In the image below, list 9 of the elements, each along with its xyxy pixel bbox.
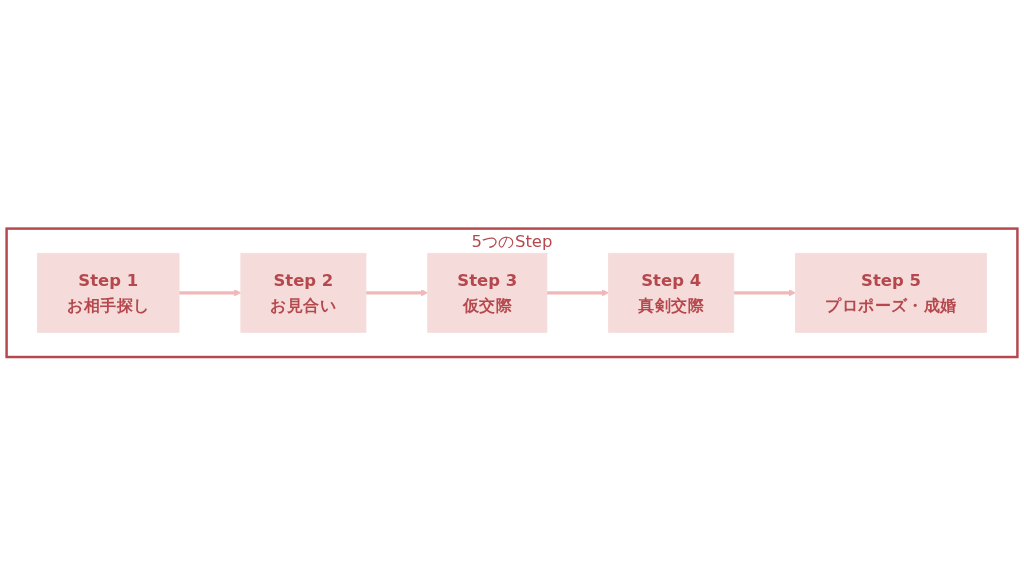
arrow [179,288,242,297]
node-box: Step 4 真剣交際 [608,252,735,333]
node-box: Step 5 プロポーズ・成婚 [795,252,987,333]
arrow [733,288,796,297]
arrow [546,288,609,297]
node-box: Step 3 仮交際 [427,252,548,333]
node-box: Step 2 お見合い [240,252,367,333]
arrow [365,288,429,297]
node-box: Step 1 お相手探し [37,252,180,333]
